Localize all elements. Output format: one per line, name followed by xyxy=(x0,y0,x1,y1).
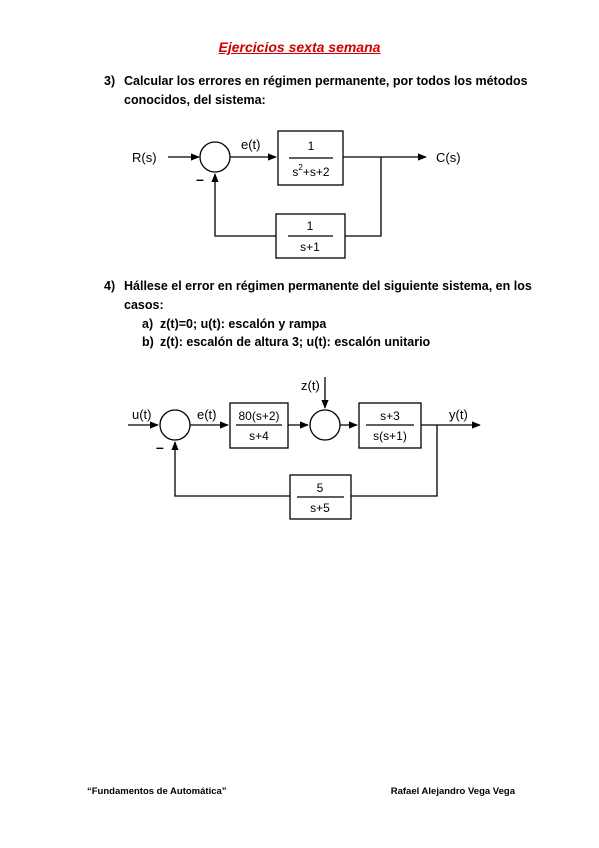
diagram-ex3 xyxy=(168,130,427,259)
feedback-numerator: 1 xyxy=(307,219,314,233)
g2-numerator: s+3 xyxy=(380,409,400,423)
exercise-4-statement: Hállese el error en régimen permanente d… xyxy=(124,279,532,312)
g2-denominator: s(s+1) xyxy=(373,429,407,443)
exercise-3-number: 3) xyxy=(104,74,116,88)
forward-denominator: s2+s+2 xyxy=(292,163,329,179)
g1-numerator: 80(s+2) xyxy=(238,409,279,423)
footer-course: “Fundamentos de Automática” xyxy=(87,786,227,797)
feedback-path-in xyxy=(345,157,382,237)
feedback-denominator: s+1 xyxy=(300,240,320,254)
case-b-letter: b) xyxy=(142,335,154,349)
page-title: Ejercicios sexta semana xyxy=(218,39,381,55)
summing-junction-1 xyxy=(159,409,191,441)
feedback-path-out xyxy=(171,441,290,497)
case-a-text: z(t)=0; u(t): escalón y rampa xyxy=(160,317,327,331)
exercise-3-statement: Calcular los errores en régimen permanen… xyxy=(124,74,528,107)
output-label: C(s) xyxy=(436,150,461,165)
error-label: e(t) xyxy=(241,137,261,152)
diagram-ex4 xyxy=(128,377,481,520)
u-label: u(t) xyxy=(132,407,152,422)
g1-denominator: s+4 xyxy=(249,429,269,443)
minus-sign: – xyxy=(196,171,204,187)
h-denominator: s+5 xyxy=(310,501,330,515)
y-label: y(t) xyxy=(449,407,468,422)
footer-author: Rafael Alejandro Vega Vega xyxy=(390,786,515,797)
input-label: R(s) xyxy=(132,150,157,165)
case-a-letter: a) xyxy=(142,317,154,331)
minus-sign-2: – xyxy=(156,439,164,455)
exercise-3: 3) Calcular los errores en régimen perma… xyxy=(104,72,544,112)
h-numerator: 5 xyxy=(317,481,324,495)
exercise-4-number: 4) xyxy=(104,279,116,293)
summing-junction-2 xyxy=(309,409,341,441)
forward-numerator: 1 xyxy=(308,139,315,153)
feedback-path-out xyxy=(211,173,276,237)
z-label: z(t) xyxy=(301,378,320,393)
e-label: e(t) xyxy=(197,407,217,422)
feedback-path-in xyxy=(351,425,438,497)
summing-junction xyxy=(199,141,231,173)
exercise-4: 4) Hállese el error en régimen permanent… xyxy=(104,277,544,317)
case-b-text: z(t): escalón de altura 3; u(t): escalón… xyxy=(160,335,431,349)
